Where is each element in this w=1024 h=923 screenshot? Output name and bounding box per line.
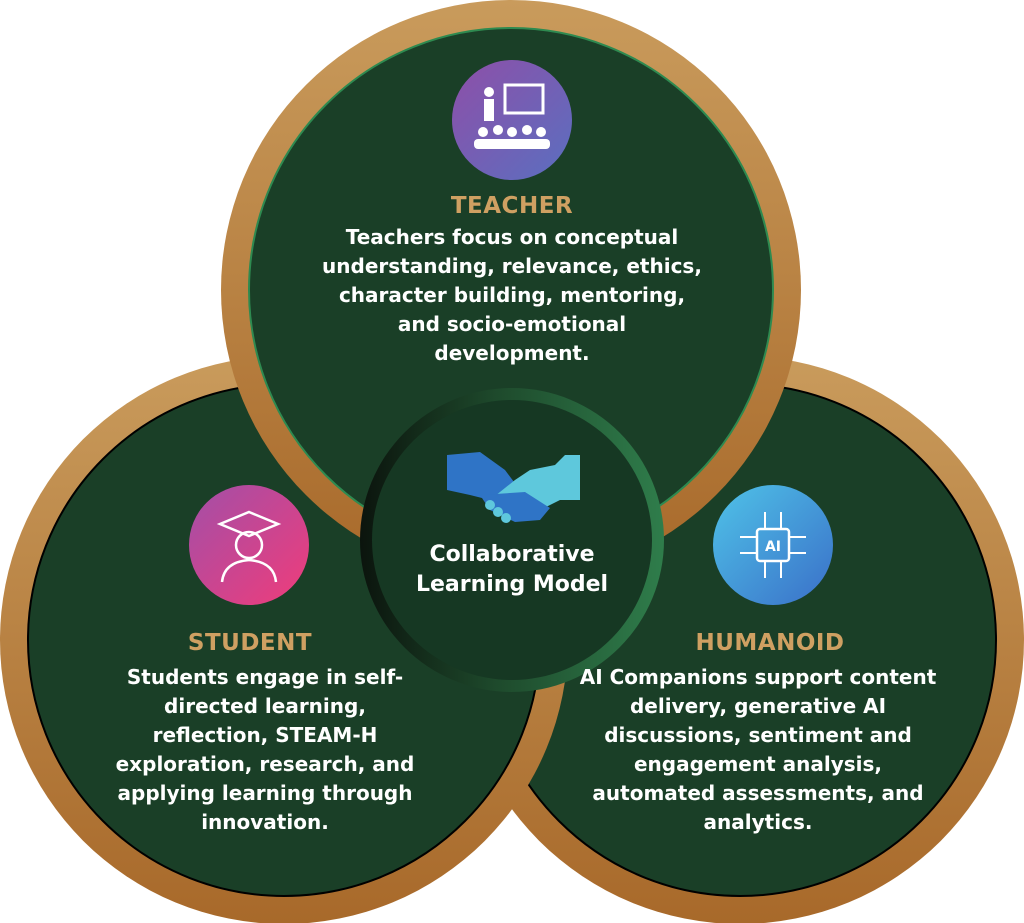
ai-chip-icon: AI [713,485,833,605]
center-label: Collaborative Learning Model [415,542,609,597]
graduate-student-icon [189,485,309,605]
humanoid-text: AI Companions support content delivery, … [579,665,937,834]
svg-text:AI: AI [765,539,781,555]
center-circle [360,388,664,692]
teacher-title: TEACHER [450,193,574,219]
student-title: STUDENT [187,630,313,656]
student-text: Students engage in self-directed learnin… [115,665,415,834]
teacher-text: Teachers focus on conceptual understandi… [322,225,702,365]
humanoid-title: HUMANOID [695,630,845,656]
teacher-circle [221,0,801,580]
handshake-human-robot-icon [447,452,580,523]
teacher-presentation-icon [452,60,572,180]
